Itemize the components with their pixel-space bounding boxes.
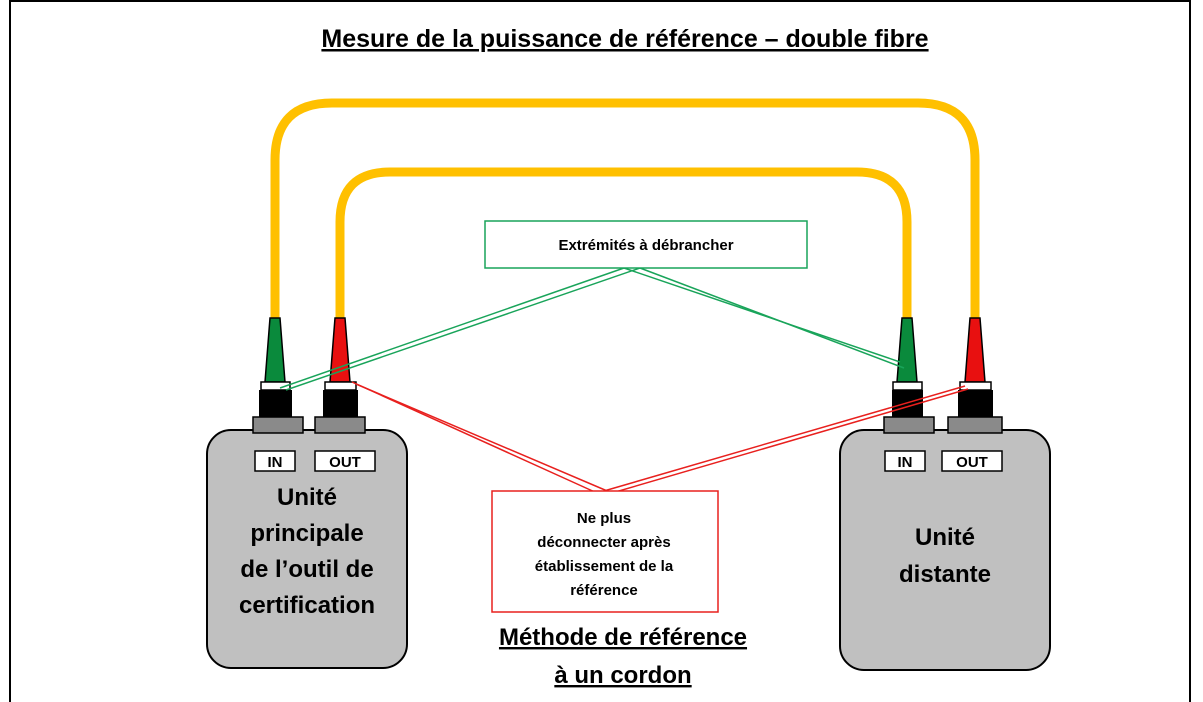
remote-unit-out-port-mount xyxy=(947,416,1003,434)
main-unit-label-line: certification xyxy=(239,592,375,619)
remote-unit-out-port-box xyxy=(941,450,1003,472)
remote-unit-in-label: IN xyxy=(898,454,913,471)
main-unit-in-port-box xyxy=(254,450,296,472)
remote-unit-in-port-mount xyxy=(883,416,935,434)
main-unit-label-line: de l’outil de xyxy=(240,556,373,583)
diagram-frame xyxy=(9,0,1191,702)
keep-connected-callout-box xyxy=(491,490,719,613)
outer-fiber-cable xyxy=(270,98,980,318)
red-leader-lines xyxy=(351,381,969,494)
keep-connected-line: Ne plus xyxy=(577,510,631,527)
method-caption-line: Méthode de référence xyxy=(499,624,747,651)
main-unit-in-label: IN xyxy=(268,454,283,471)
main-unit-in-port-mount xyxy=(252,416,304,434)
main-unit-label-line: principale xyxy=(250,520,363,547)
remote-unit-out-label: OUT xyxy=(956,454,988,471)
disconnect-callout-text: Extrémités à débrancher xyxy=(558,237,733,254)
remote-unit-body xyxy=(839,429,1051,671)
inner-fiber-cable xyxy=(335,167,912,318)
diagram-title: Mesure de la puissance de référence – do… xyxy=(321,25,928,53)
keep-connected-line: déconnecter après xyxy=(537,534,670,551)
remote-unit-label-line: Unité xyxy=(915,524,975,551)
remote-unit-in-port-box xyxy=(884,450,926,472)
main-unit-label-line: Unité xyxy=(277,484,337,511)
remote-out-red-connector xyxy=(958,317,993,417)
main-in-green-connector xyxy=(259,317,292,417)
method-caption-line: à un cordon xyxy=(554,662,691,689)
keep-connected-line: établissement de la xyxy=(535,558,674,575)
main-unit-out-port-box xyxy=(314,450,376,472)
main-unit-out-label: OUT xyxy=(329,454,361,471)
main-unit-out-port-mount xyxy=(314,416,366,434)
keep-connected-line: référence xyxy=(570,582,638,599)
remote-unit-label-line: distante xyxy=(899,561,991,588)
remote-in-green-connector xyxy=(892,317,923,417)
green-leader-lines xyxy=(279,267,905,391)
main-unit-body xyxy=(206,429,408,669)
disconnect-callout-box xyxy=(484,220,808,269)
